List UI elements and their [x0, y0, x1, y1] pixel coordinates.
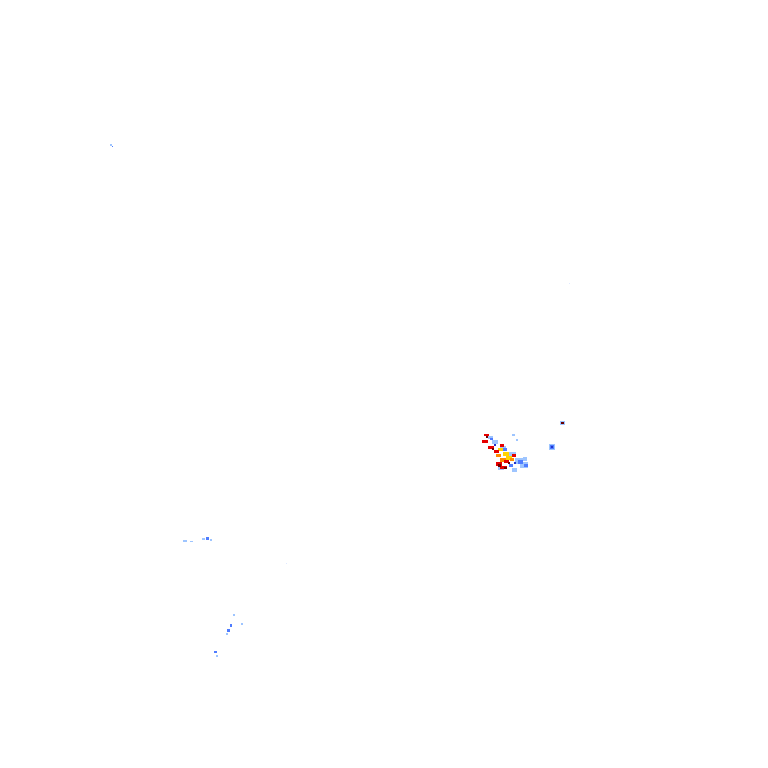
echo-cluster-southwest: [183, 537, 287, 564]
echo-speck-northwest: [110, 144, 113, 147]
storm-cell-small-east: [549, 444, 555, 450]
echo-speck-east: [569, 283, 570, 284]
storm-cell-tiny-northeast: [560, 421, 565, 425]
storm-cell-main: [482, 434, 528, 472]
echo-line-south: [214, 614, 243, 657]
